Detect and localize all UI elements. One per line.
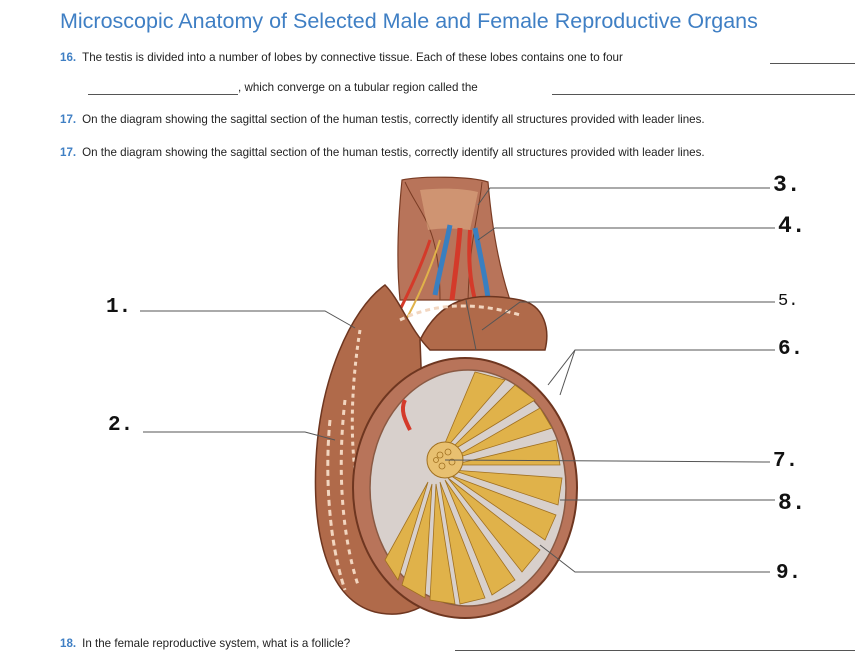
- question-text: The testis is divided into a number of l…: [82, 51, 623, 64]
- question-number: 16.: [60, 51, 77, 64]
- answer-blank-16a[interactable]: [770, 63, 855, 64]
- diagram-label-6: 6.: [778, 338, 804, 361]
- question-number: 17.: [60, 146, 77, 159]
- question-16-line-2: , which converge on a tubular region cal…: [238, 81, 478, 94]
- question-17: 17. On the diagram showing the sagittal s…: [60, 113, 705, 126]
- question-number: 17.: [60, 113, 77, 126]
- leader-line-7: [444, 459, 771, 463]
- question-18: 18. In the female reproductive system, wh…: [60, 637, 350, 650]
- diagram-label-3: 3.: [773, 172, 801, 198]
- diagram-label-1: 1.: [106, 296, 132, 319]
- answer-blank-18[interactable]: [455, 650, 855, 651]
- leader-line-6: [547, 349, 775, 386]
- testis-body: [352, 357, 578, 619]
- question-17-repeat: 17. On the diagram showing the sagittal s…: [60, 146, 705, 159]
- question-text: On the diagram showing the sagittal sect…: [82, 146, 705, 159]
- leader-line-3: [477, 187, 770, 206]
- diagram-label-7: 7.: [773, 450, 799, 473]
- leader-line-2: [143, 431, 336, 441]
- page-title: Microscopic Anatomy of Selected Male and…: [60, 9, 758, 33]
- question-number: 18.: [60, 637, 77, 650]
- leader-line-5: [481, 301, 775, 331]
- diagram-label-4: 4.: [778, 213, 806, 239]
- question-text: In the female reproductive system, what …: [82, 637, 351, 650]
- diagram-label-2: 2.: [108, 414, 134, 437]
- diagram-label-5: 5.: [778, 292, 799, 311]
- leader-line-4: [477, 227, 775, 241]
- leader-line-9: [539, 544, 770, 573]
- answer-blank-16b[interactable]: [88, 94, 238, 95]
- diagram-label-8: 8.: [778, 490, 806, 516]
- question-text: On the diagram showing the sagittal sect…: [82, 113, 705, 126]
- leader-line-1: [140, 310, 356, 329]
- answer-blank-16c[interactable]: [552, 94, 855, 95]
- leader-lines: [140, 187, 775, 573]
- diagram-label-9: 9.: [776, 562, 802, 585]
- question-16-line-1: 16. The testis is divided into a number o…: [60, 51, 623, 64]
